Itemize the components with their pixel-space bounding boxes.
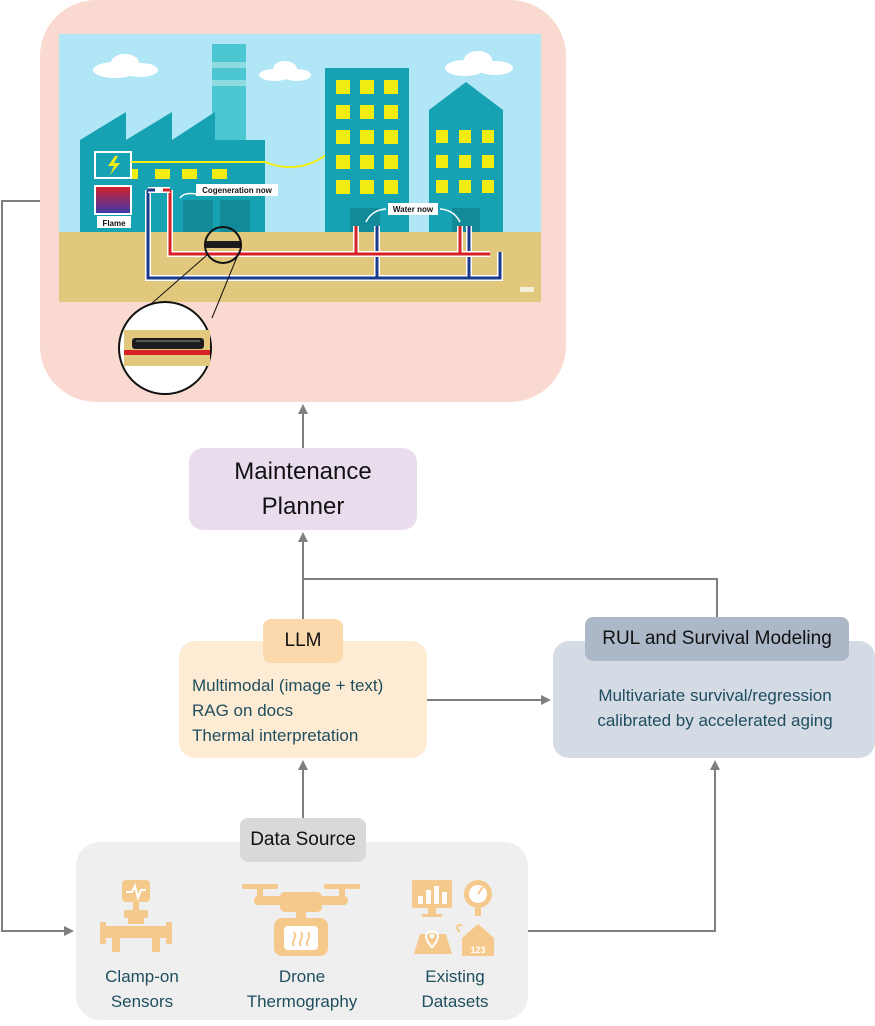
water-label: Water now [393,205,434,214]
planner-title-line1: Maintenance [234,458,372,485]
data-source-label: Sensors [110,992,174,1011]
llm-line: Thermal interpretation [192,726,359,745]
data-source-label: Clamp-on [105,967,179,986]
zoom-detail [118,301,212,395]
data-source-item: Clamp-on Sensors [82,964,202,1014]
flame-icon [94,185,132,215]
data-source-label: Thermography [246,992,358,1011]
cloud-icon [259,61,311,81]
pipe-sensor-icon [100,880,172,952]
rul-line: calibrated by accelerated aging [597,711,833,730]
magnifier-small [204,226,242,264]
datasets-icon: 123 [412,880,494,956]
factory-illustration: Flame Coge [59,34,541,319]
data-source-title: Data Source [240,818,366,862]
llm-title: LLM [263,619,343,663]
rul-title: RUL and Survival Modeling [585,617,849,661]
rul-description: Multivariate survival/regression calibra… [560,683,870,733]
llm-line: RAG on docs [192,701,294,720]
rul-line: Multivariate survival/regression [598,686,832,705]
flame-label: Flame [102,219,126,228]
clamp-sensor [205,241,241,248]
llm-description: Multimodal (image + text) RAG on docs Th… [192,673,422,748]
llm-line: Multimodal (image + text) [192,676,384,695]
cogeneration-label: Cogeneration now [202,186,273,195]
maintenance-planner-box: Maintenance Planner [189,448,417,530]
data-source-item: Existing Datasets [395,964,515,1014]
planner-title-line2: Planner [261,493,345,520]
drone-icon [242,884,360,956]
cloud-icon [445,51,513,76]
cloud-icon [93,54,158,78]
electric-icon [94,151,132,179]
data-source-label: Datasets [421,992,489,1011]
data-source-label: Drone [278,967,326,986]
svg-text:123: 123 [470,945,485,955]
data-source-item: Drone Thermography [232,964,372,1014]
data-source-label: Existing [425,967,485,986]
connectors [1,200,720,936]
